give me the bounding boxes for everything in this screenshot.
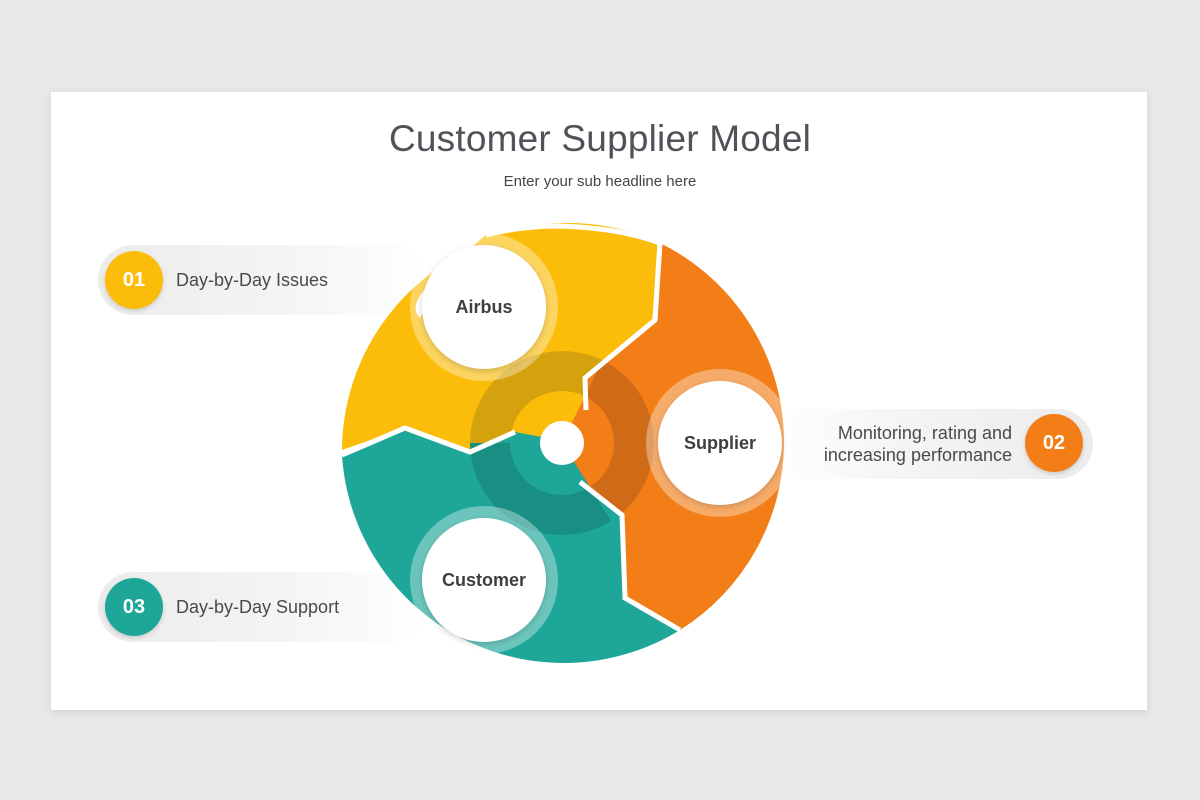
item-02-number-badge: 02 — [1025, 414, 1083, 472]
center-hub — [540, 421, 584, 465]
node-customer — [410, 506, 558, 654]
node-airbus — [410, 233, 558, 381]
node-airbus-label: Airbus — [455, 297, 513, 317]
item-01-text: Day-by-Day Issues — [176, 270, 329, 290]
item-01-number-badge: 01 — [105, 251, 163, 309]
node-supplier-label: Supplier — [683, 433, 756, 453]
item-03-number-badge: 03 — [105, 578, 163, 636]
item-02-text-line2: increasing performance — [823, 445, 1012, 465]
item-02-text-line1: Monitoring, rating and — [837, 423, 1012, 443]
item-02-text: Monitoring, rating and increasing perfor… — [770, 422, 1012, 466]
node-supplier — [646, 369, 794, 517]
node-customer-label: Customer — [441, 570, 526, 590]
item-03-text: Day-by-Day Support — [176, 597, 340, 617]
page-title: Customer Supplier Model — [388, 118, 812, 159]
page-subtitle: Enter your sub headline here — [503, 173, 697, 190]
